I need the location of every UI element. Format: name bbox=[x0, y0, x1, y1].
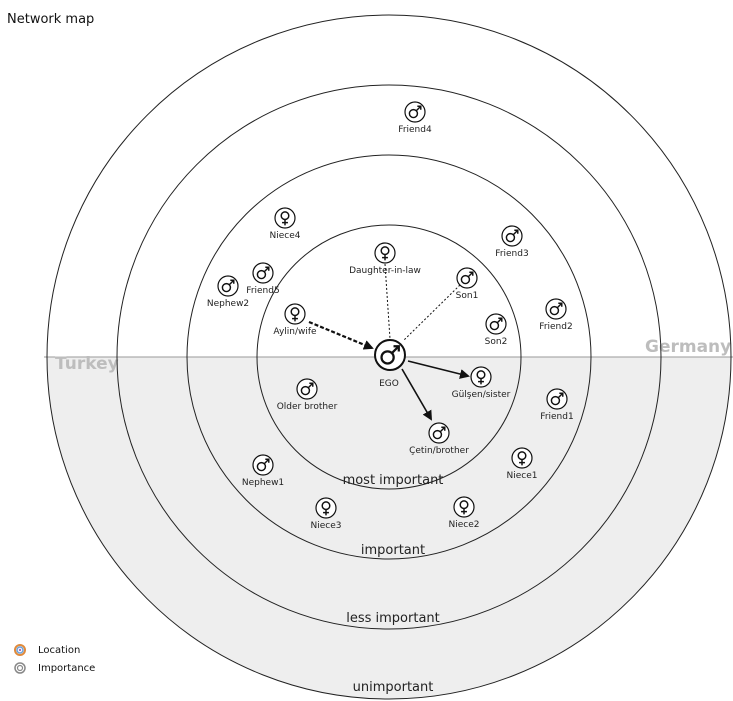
node-friend3[interactable]: Friend3 bbox=[495, 225, 529, 259]
male-icon bbox=[256, 266, 270, 280]
legend-label-location: Location bbox=[38, 644, 81, 656]
female-icon bbox=[380, 246, 390, 261]
female-icon bbox=[280, 211, 290, 226]
male-icon bbox=[300, 382, 314, 396]
male-icon bbox=[460, 271, 474, 285]
node-label: Niece3 bbox=[311, 521, 342, 531]
female-icon bbox=[517, 451, 527, 466]
node-older-brother[interactable]: Older brother bbox=[277, 378, 338, 412]
node-label: Friend1 bbox=[540, 412, 573, 422]
ring-less-important bbox=[116, 84, 662, 630]
node-label: Older brother bbox=[277, 402, 338, 412]
node-cetin-brother[interactable]: Çetin/brother bbox=[409, 422, 469, 456]
edge-ego-cetin bbox=[401, 368, 433, 421]
male-icon bbox=[549, 302, 563, 316]
node-label: Gülşen/sister bbox=[452, 390, 511, 400]
node-nephew2[interactable]: Nephew2 bbox=[207, 275, 249, 309]
node-label: Nephew2 bbox=[207, 299, 249, 309]
node-son2[interactable]: Son2 bbox=[485, 313, 508, 347]
male-icon bbox=[408, 105, 422, 119]
node-label: Son2 bbox=[485, 337, 508, 347]
male-icon bbox=[489, 317, 503, 331]
legend-item-location: Location bbox=[14, 643, 80, 657]
node-niece3[interactable]: Niece3 bbox=[311, 497, 342, 531]
location-icon bbox=[14, 644, 26, 656]
male-icon bbox=[256, 458, 270, 472]
node-gulsen-sister[interactable]: Gülşen/sister bbox=[452, 366, 511, 400]
male-icon bbox=[221, 279, 235, 293]
node-label: Friend3 bbox=[495, 249, 528, 259]
edge-ego-gulsen bbox=[407, 360, 470, 379]
legend-label-importance: Importance bbox=[38, 662, 96, 674]
node-label: Son1 bbox=[456, 291, 479, 301]
node-label: Niece1 bbox=[507, 471, 538, 481]
ego-label: EGO bbox=[379, 379, 399, 389]
female-icon bbox=[290, 307, 300, 322]
page-title: Network map bbox=[7, 12, 95, 27]
node-label: Çetin/brother bbox=[409, 446, 469, 456]
node-friend1[interactable]: Friend1 bbox=[540, 388, 574, 422]
female-icon bbox=[476, 370, 486, 385]
ring-label-less-important: less important bbox=[346, 611, 440, 626]
node-niece4[interactable]: Niece4 bbox=[270, 207, 301, 241]
female-icon bbox=[459, 500, 469, 515]
male-icon bbox=[505, 229, 519, 243]
location-label-turkey: Turkey bbox=[55, 354, 119, 374]
edge-son1-ego bbox=[402, 284, 461, 342]
ring-most-important bbox=[256, 224, 522, 490]
location-label-germany: Germany bbox=[645, 337, 731, 357]
ring-label-most-important: most important bbox=[343, 473, 444, 488]
node-label: Daughter-in-law bbox=[349, 266, 421, 276]
node-niece1[interactable]: Niece1 bbox=[507, 447, 538, 481]
male-icon bbox=[432, 426, 446, 440]
legend-item-importance: Importance bbox=[14, 661, 95, 675]
node-label: Friend4 bbox=[398, 125, 432, 135]
node-label: Niece4 bbox=[270, 231, 301, 241]
male-icon bbox=[380, 345, 400, 365]
node-label: Nephew1 bbox=[242, 478, 284, 488]
node-label: Niece2 bbox=[449, 520, 480, 530]
turkey-region bbox=[47, 357, 731, 699]
ring-important bbox=[186, 154, 592, 560]
node-friend5[interactable]: Friend5 bbox=[246, 262, 280, 296]
node-nephew1[interactable]: Nephew1 bbox=[242, 454, 284, 488]
node-label: Friend5 bbox=[246, 286, 279, 296]
node-daughter-in-law[interactable]: Daughter-in-law bbox=[349, 242, 421, 276]
node-niece2[interactable]: Niece2 bbox=[449, 496, 480, 530]
female-icon bbox=[321, 501, 331, 516]
ego-node[interactable]: EGO bbox=[374, 339, 406, 389]
ring-label-unimportant: unimportant bbox=[353, 680, 434, 695]
importance-icon bbox=[14, 662, 26, 674]
node-friend2[interactable]: Friend2 bbox=[539, 298, 573, 332]
ring-label-important: important bbox=[361, 543, 425, 558]
ring-unimportant bbox=[46, 14, 732, 700]
node-aylin-wife[interactable]: Aylin/wife bbox=[273, 303, 317, 337]
edge-aylin-ego bbox=[308, 320, 374, 350]
edge-daughter-in-law-ego bbox=[384, 263, 391, 340]
male-icon bbox=[550, 392, 564, 406]
node-son1[interactable]: Son1 bbox=[456, 267, 479, 301]
node-friend4[interactable]: Friend4 bbox=[398, 101, 432, 135]
node-label: Friend2 bbox=[539, 322, 572, 332]
node-label: Aylin/wife bbox=[273, 327, 317, 337]
